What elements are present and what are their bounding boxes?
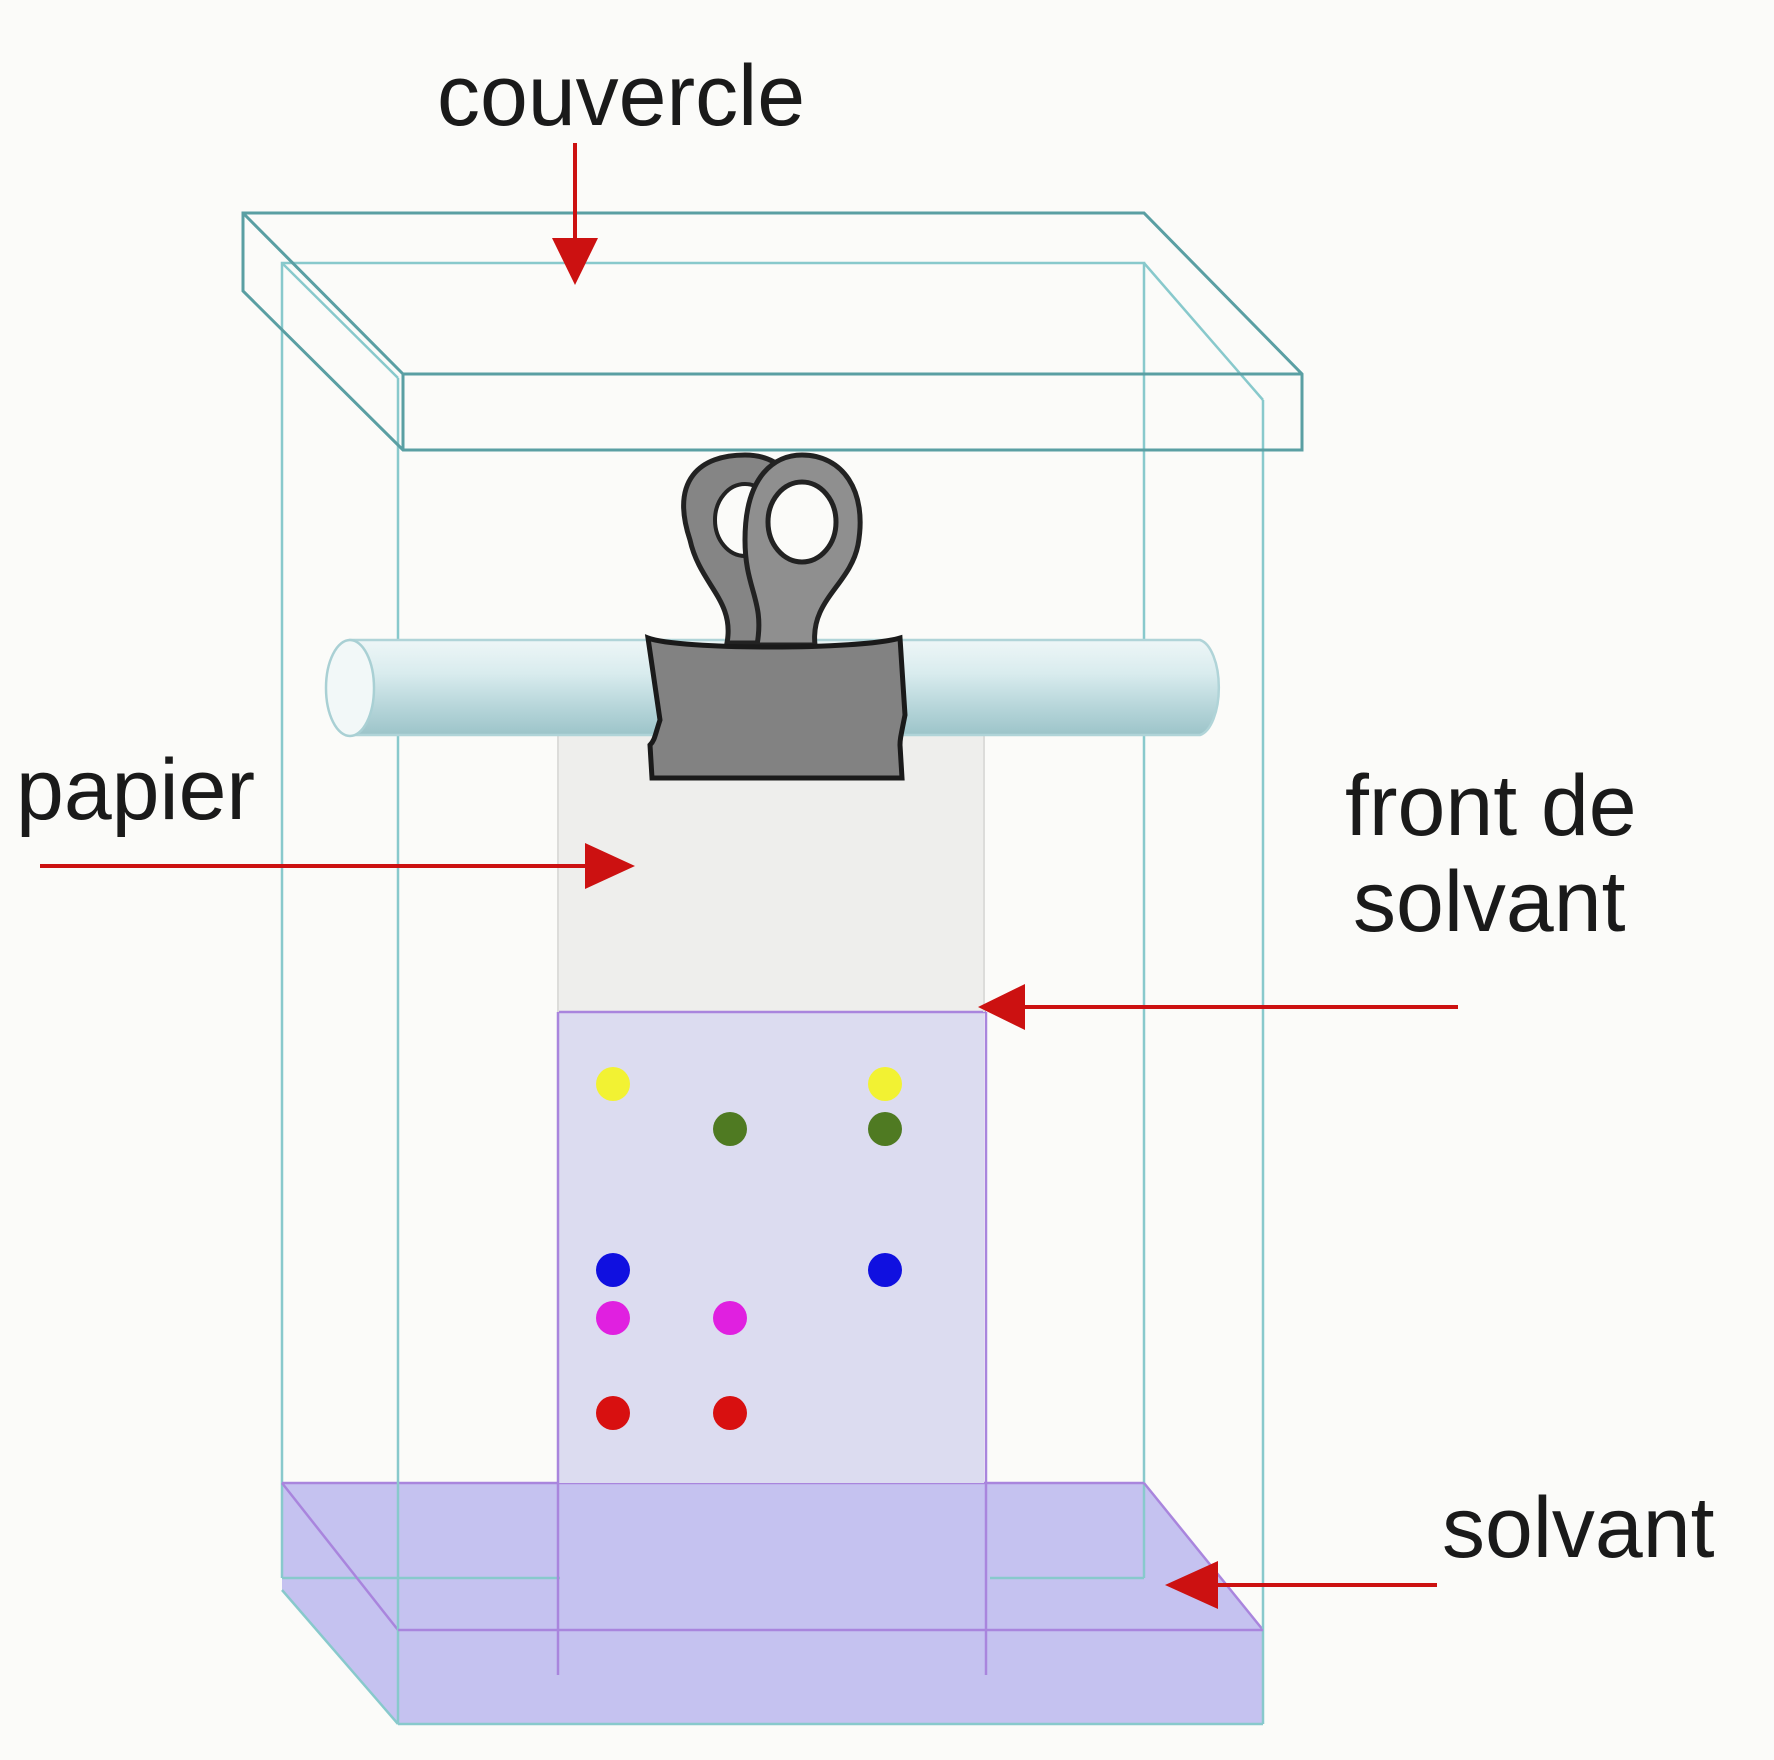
spot-red-2 [713,1396,747,1430]
arrows [40,143,1458,1609]
spot-magenta-1 [596,1301,630,1335]
label-solvent-front-line1: front de [1345,758,1637,854]
spots [596,1067,902,1430]
spot-yellow-2 [868,1067,902,1101]
arrow-paper [40,843,635,889]
arrow-solvent [1165,1561,1437,1609]
label-solvent: solvant [1442,1480,1715,1576]
spot-red-1 [596,1396,630,1430]
tank [280,261,1264,1631]
label-solvent-front-line2: solvant [1353,854,1626,951]
label-solvent-front: front de solvant [1345,758,1637,951]
spot-yellow-1 [596,1067,630,1101]
spot-green-2 [868,1112,902,1146]
spot-blue-1 [596,1253,630,1287]
solvent-pool [282,1483,1263,1724]
spot-green-1 [713,1112,747,1146]
paper-edges [556,1010,988,1675]
arrow-front [978,984,1458,1030]
spot-magenta-2 [713,1301,747,1335]
label-lid: couvercle [437,48,806,144]
lid [241,211,1304,452]
spot-blue-2 [868,1253,902,1287]
tank-front [281,378,1265,1726]
binder-clip-icon [644,452,908,781]
arrow-lid [552,143,598,285]
label-paper: papier [16,742,256,838]
solvent-wet-area [558,1012,984,1483]
